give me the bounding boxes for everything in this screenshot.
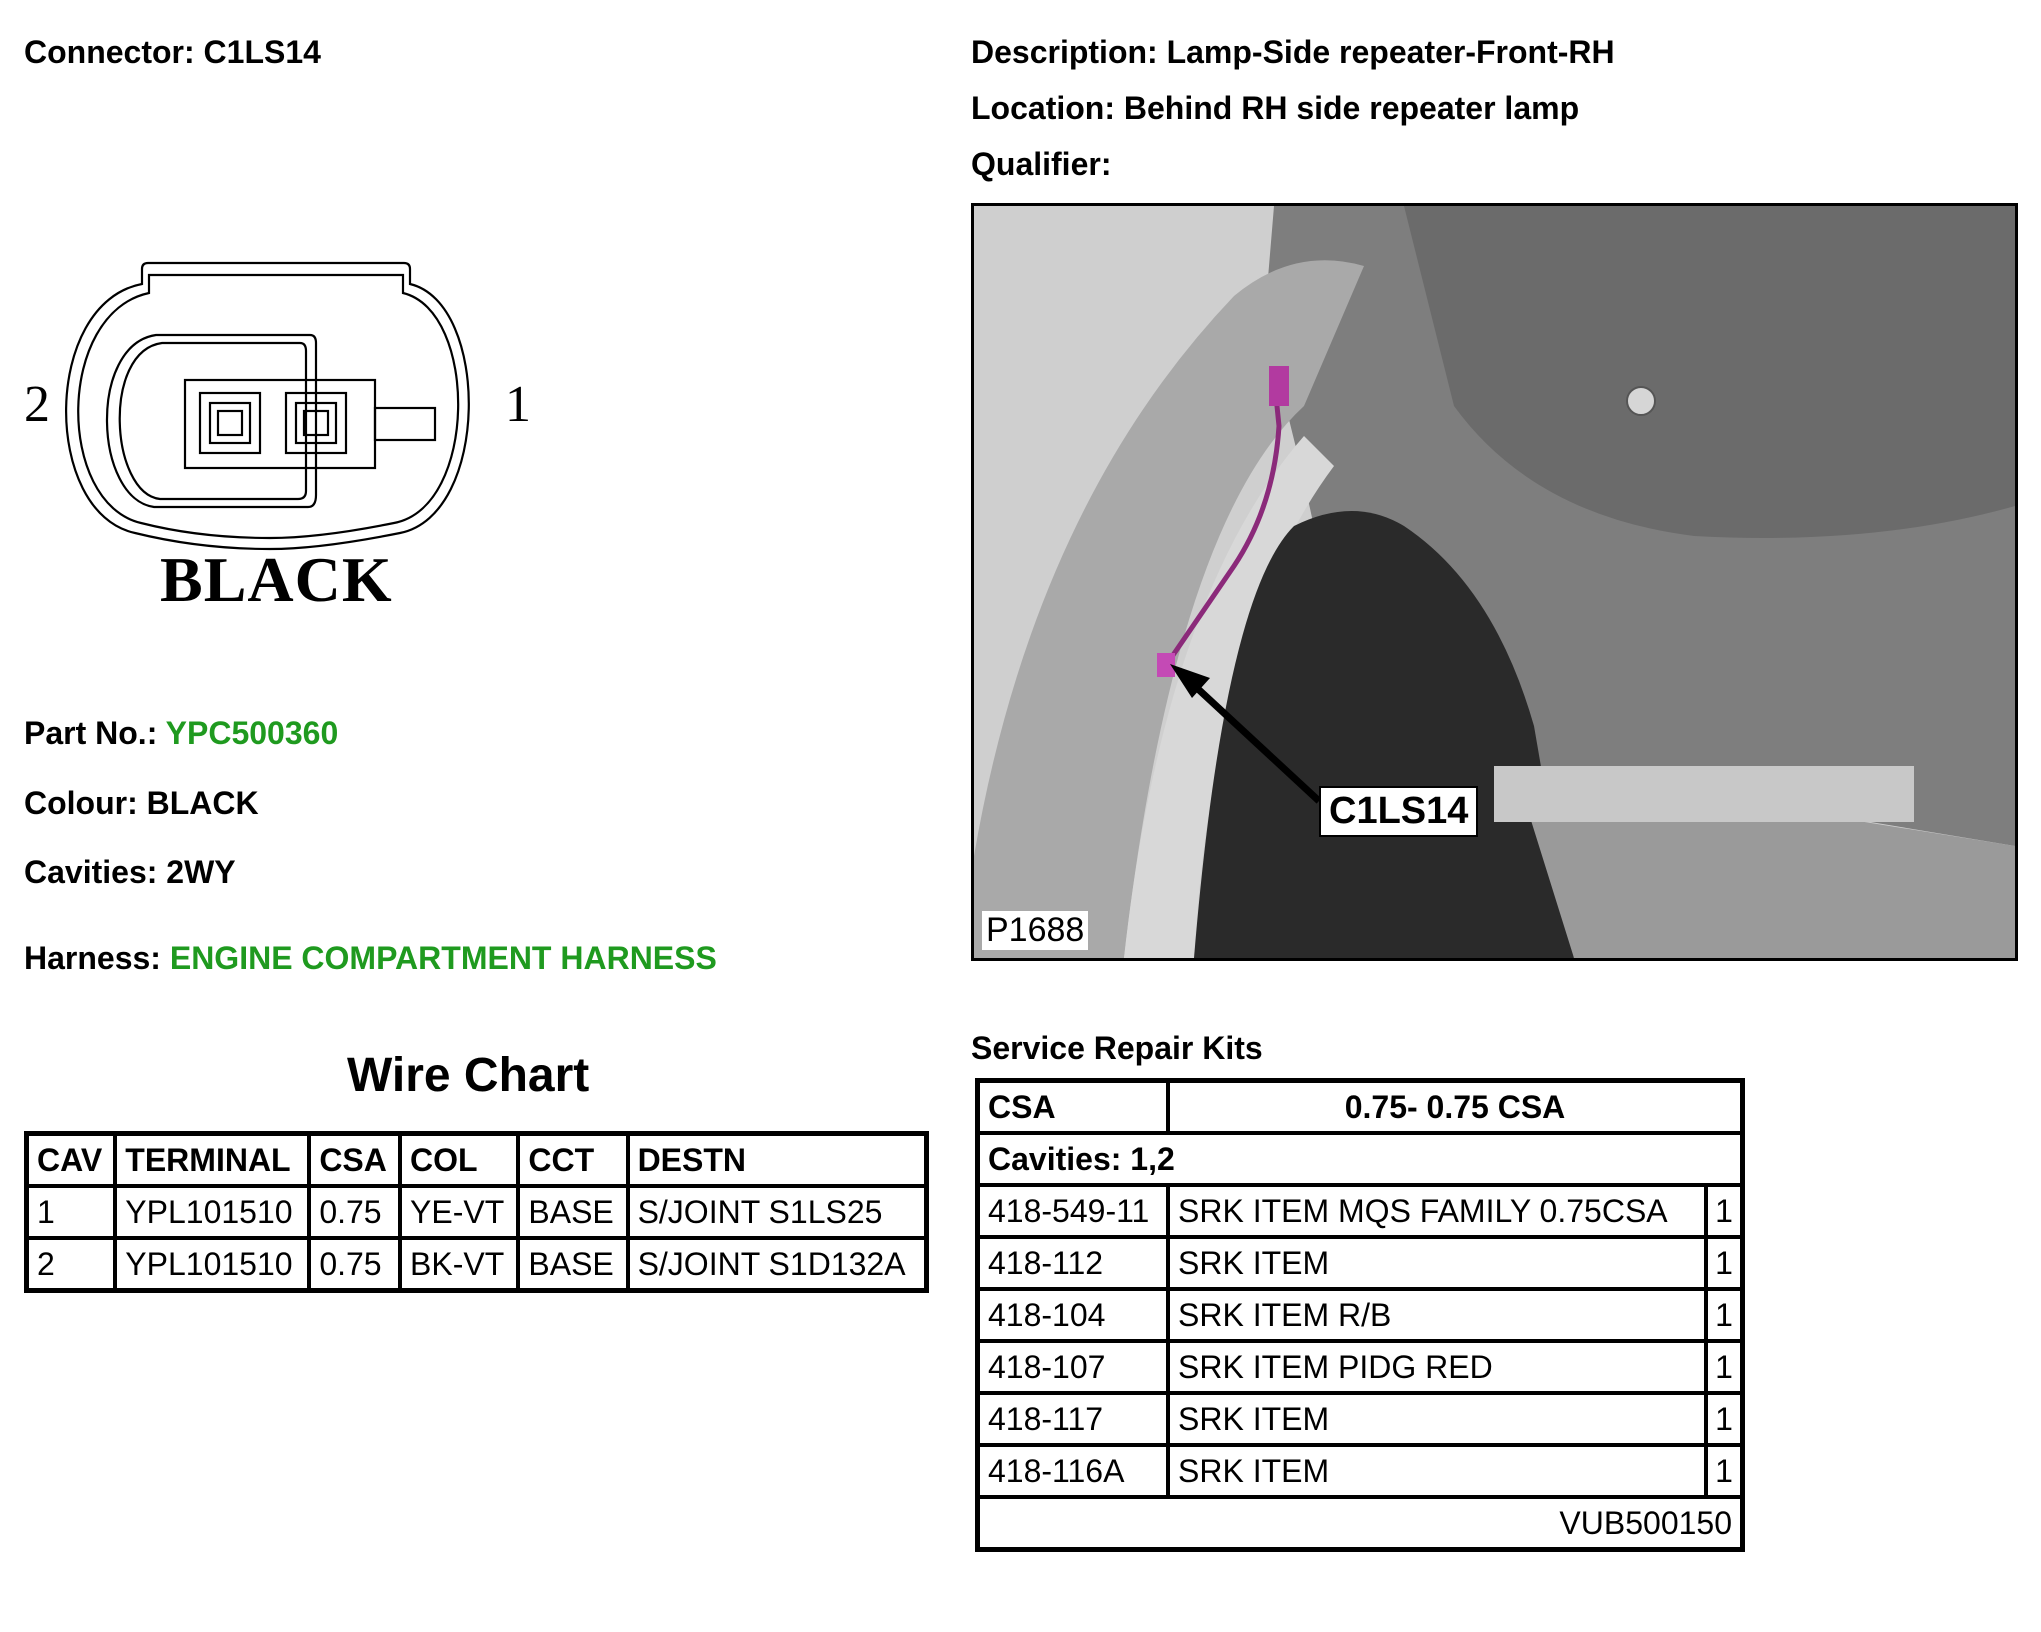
cell-cav: 2 [24, 1236, 118, 1293]
harness-line: Harness: ENGINE COMPARTMENT HARNESS [24, 940, 717, 977]
srk-cavities: Cavities: 1,2 [975, 1131, 1745, 1187]
diagram-colour-text: BLACK [160, 544, 393, 615]
srk-item-desc: SRK ITEM [1166, 1391, 1708, 1447]
location-value: Behind RH side repeater lamp [1123, 90, 1580, 126]
description-line: Description: Lamp-Side repeater-Front-RH [971, 34, 1615, 71]
cell-col: YE-VT [398, 1184, 521, 1240]
cell-col: BK-VT [398, 1236, 521, 1293]
srk-item-code: 418-117 [975, 1391, 1170, 1447]
table-row: 418-104 SRK ITEM R/B 1 [975, 1287, 1745, 1343]
srk-item-qty: 1 [1704, 1235, 1745, 1291]
cell-terminal: YPL101510 [113, 1236, 312, 1293]
srk-item-code: 418-549-11 [975, 1183, 1170, 1239]
srk-csa-label: CSA [975, 1078, 1170, 1135]
connector-line: Connector: C1LS14 [24, 34, 321, 71]
pin-2-label: 2 [24, 376, 50, 433]
srk-item-code: 418-112 [975, 1235, 1170, 1291]
pin-1-label: 1 [505, 376, 531, 433]
location-label: Location: [971, 90, 1115, 126]
srk-item-qty: 1 [1704, 1339, 1745, 1395]
table-row: 1 YPL101510 0.75 YE-VT BASE S/JOINT S1LS… [24, 1184, 929, 1240]
cell-csa: 0.75 [307, 1184, 403, 1240]
column-header-terminal: TERMINAL [113, 1131, 312, 1188]
part-number-label: Part No.: [24, 715, 158, 751]
column-header-csa: CSA [307, 1131, 403, 1188]
column-header-cct: CCT [516, 1131, 630, 1188]
connector-face-diagram: 2 1 BLACK [20, 255, 540, 635]
cavities-label: Cavities: [24, 854, 158, 890]
description-label: Description: [971, 34, 1158, 70]
cell-destn: S/JOINT S1D132A [625, 1236, 929, 1293]
srk-item-desc: SRK ITEM MQS FAMILY 0.75CSA [1166, 1183, 1708, 1239]
table-row: 418-549-11 SRK ITEM MQS FAMILY 0.75CSA 1 [975, 1183, 1745, 1239]
location-line: Location: Behind RH side repeater lamp [971, 90, 1579, 127]
srk-item-qty: 1 [1704, 1443, 1745, 1499]
srk-csa-value: 0.75- 0.75 CSA [1166, 1078, 1745, 1135]
photo-callout-label: C1LS14 [1319, 786, 1479, 837]
srk-item-desc: SRK ITEM [1166, 1443, 1708, 1499]
column-header-col: COL [398, 1131, 521, 1188]
cell-terminal: YPL101510 [113, 1184, 312, 1240]
table-row: 418-112 SRK ITEM 1 [975, 1235, 1745, 1291]
srk-item-code: 418-104 [975, 1287, 1170, 1343]
srk-item-qty: 1 [1704, 1391, 1745, 1447]
table-row: 418-117 SRK ITEM 1 [975, 1391, 1745, 1447]
vehicle-illustration [974, 206, 2015, 958]
description-value: Lamp-Side repeater-Front-RH [1166, 34, 1615, 70]
srk-item-desc: SRK ITEM R/B [1166, 1287, 1708, 1343]
part-number-line: Part No.: YPC500360 [24, 715, 338, 752]
cell-destn: S/JOINT S1LS25 [625, 1184, 929, 1240]
srk-cavities-row: Cavities: 1,2 [975, 1131, 1745, 1187]
colour-value: BLACK [146, 785, 259, 821]
cell-csa: 0.75 [307, 1236, 403, 1293]
column-header-cav: CAV [24, 1131, 118, 1188]
colour-line: Colour: BLACK [24, 785, 259, 822]
srk-footer-code: VUB500150 [975, 1495, 1745, 1552]
cavities-line: Cavities: 2WY [24, 854, 236, 891]
wire-chart-title: Wire Chart [347, 1049, 590, 1102]
cell-cct: BASE [516, 1184, 630, 1240]
harness-value[interactable]: ENGINE COMPARTMENT HARNESS [169, 940, 717, 976]
qualifier-label: Qualifier: [971, 146, 1112, 182]
column-header-destn: DESTN [625, 1131, 929, 1188]
wire-chart-table: CAV TERMINAL CSA COL CCT DESTN 1 YPL1015… [24, 1131, 929, 1293]
cavities-value: 2WY [166, 854, 236, 890]
harness-label: Harness: [24, 940, 161, 976]
srk-item-desc: SRK ITEM [1166, 1235, 1708, 1291]
srk-item-desc: SRK ITEM PIDG RED [1166, 1339, 1708, 1395]
srk-title: Service Repair Kits [971, 1030, 1263, 1066]
wire-chart-header-row: CAV TERMINAL CSA COL CCT DESTN [24, 1131, 929, 1188]
connector-outline-icon [65, 261, 470, 551]
photo-reference: P1688 [982, 911, 1089, 950]
location-photo: C1LS14 P1688 [971, 203, 2018, 961]
srk-item-qty: 1 [1704, 1287, 1745, 1343]
connector-value: C1LS14 [203, 34, 321, 70]
cell-cav: 1 [24, 1184, 118, 1240]
srk-item-code: 418-116A [975, 1443, 1170, 1499]
table-row: 418-107 SRK ITEM PIDG RED 1 [975, 1339, 1745, 1395]
part-number-value[interactable]: YPC500360 [165, 715, 339, 751]
colour-label: Colour: [24, 785, 138, 821]
table-row: 2 YPL101510 0.75 BK-VT BASE S/JOINT S1D1… [24, 1236, 929, 1293]
cell-cct: BASE [516, 1236, 630, 1293]
table-row: 418-116A SRK ITEM 1 [975, 1443, 1745, 1499]
connector-label: Connector: [24, 34, 195, 70]
srk-csa-row: CSA 0.75- 0.75 CSA [975, 1078, 1745, 1135]
srk-item-qty: 1 [1704, 1183, 1745, 1239]
srk-item-code: 418-107 [975, 1339, 1170, 1395]
srk-footer-row: VUB500150 [975, 1495, 1745, 1552]
srk-table: CSA 0.75- 0.75 CSA Cavities: 1,2 418-549… [975, 1078, 1745, 1552]
